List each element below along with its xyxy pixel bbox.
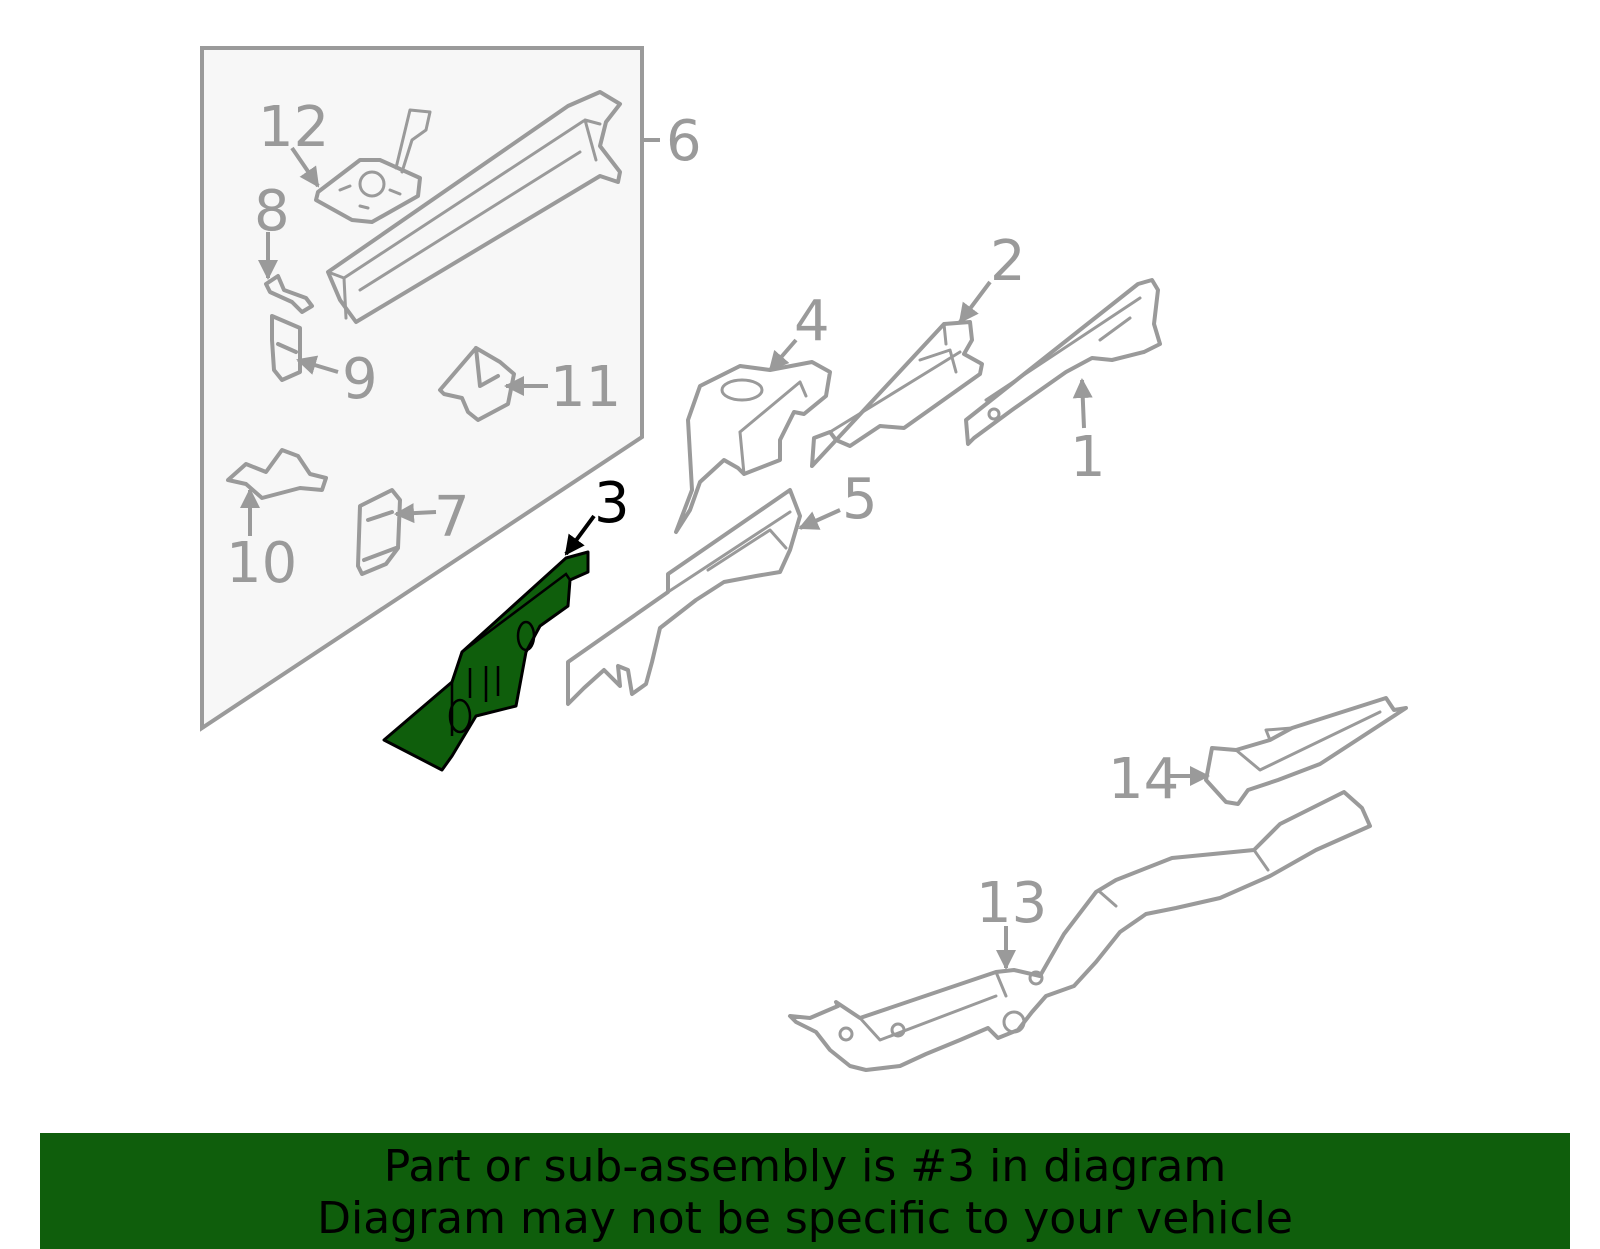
leader-4: [768, 338, 798, 372]
callout-7: 7: [434, 485, 470, 550]
callout-2: 2: [990, 229, 1026, 294]
callout-11: 11: [550, 355, 621, 420]
leader-12: [290, 146, 320, 188]
part-7-bracket: [356, 488, 402, 576]
callout-4: 4: [794, 289, 830, 354]
part-8-clip: [264, 274, 314, 314]
callout-12: 12: [258, 95, 329, 160]
callout-13: 13: [976, 871, 1047, 936]
part-6-rail: [326, 90, 622, 324]
banner-line-2: Diagram may not be specific to your vehi…: [317, 1193, 1293, 1244]
part-13-subframe: [788, 790, 1372, 1072]
callout-1: 1: [1070, 425, 1106, 490]
leader-9: [296, 355, 339, 375]
callout-14: 14: [1108, 747, 1179, 812]
callout-6: 6: [666, 109, 702, 174]
callout-10: 10: [226, 531, 297, 596]
leader-7: [394, 503, 437, 524]
callout-3: 3: [594, 471, 630, 536]
leader-1: [1072, 378, 1093, 429]
part-3-panel-highlighted: [382, 550, 590, 772]
part-4-tower: [674, 360, 832, 534]
part-9-bracket: [270, 314, 302, 382]
callout-9: 9: [342, 347, 378, 412]
part-3-fill: [382, 550, 590, 772]
callout-5: 5: [842, 467, 878, 532]
leader-3: [564, 514, 596, 556]
leader-2: [958, 280, 992, 324]
info-banner: Part or sub-assembly is #3 in diagram Di…: [40, 1133, 1570, 1249]
part-11-bracket: [438, 346, 516, 422]
banner-line-1: Part or sub-assembly is #3 in diagram: [383, 1141, 1227, 1192]
part-2-reinforcement: [810, 320, 984, 468]
part-14-bracket: [1204, 696, 1408, 806]
part-12-mount: [314, 108, 432, 224]
callout-8: 8: [254, 179, 290, 244]
part-5-rail: [566, 488, 802, 706]
leader-5: [798, 508, 841, 530]
part-1-rail: [964, 278, 1162, 446]
